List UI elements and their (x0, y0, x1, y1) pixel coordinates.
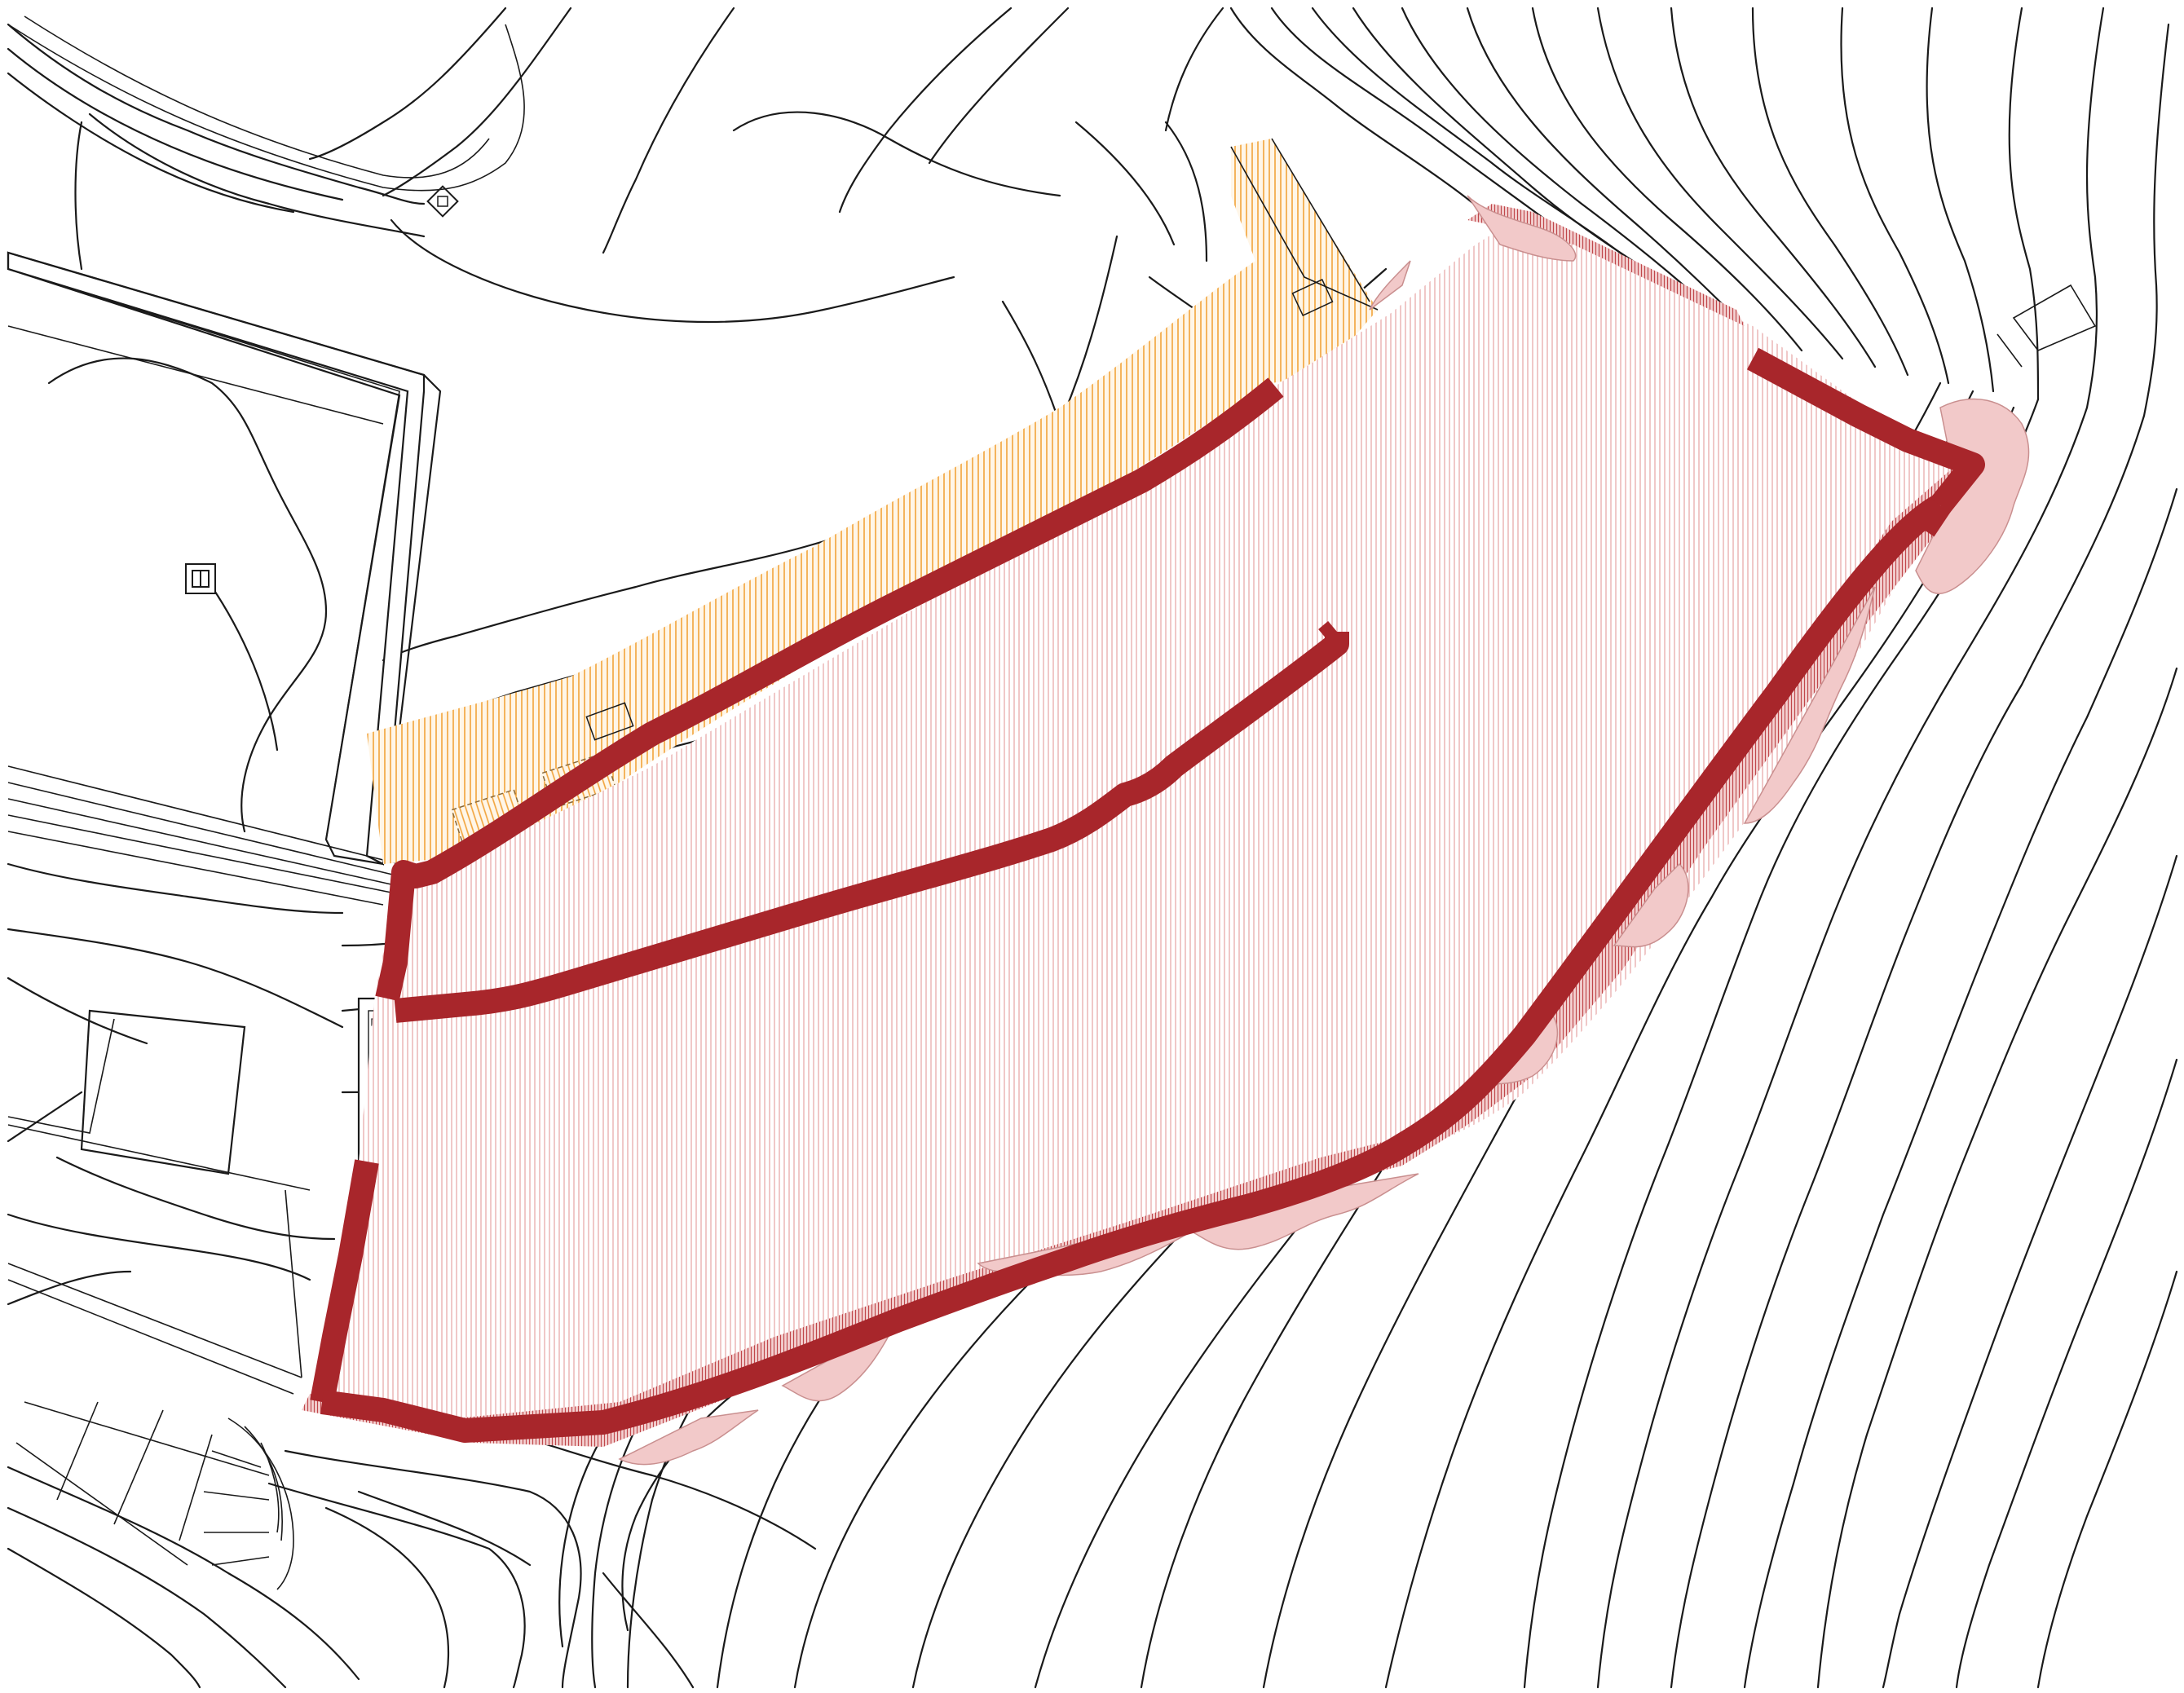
well-symbol (185, 563, 216, 594)
enclosure-walls (310, 347, 1985, 1443)
stair-symbol (203, 1417, 294, 1590)
tower-symbol (426, 185, 459, 218)
